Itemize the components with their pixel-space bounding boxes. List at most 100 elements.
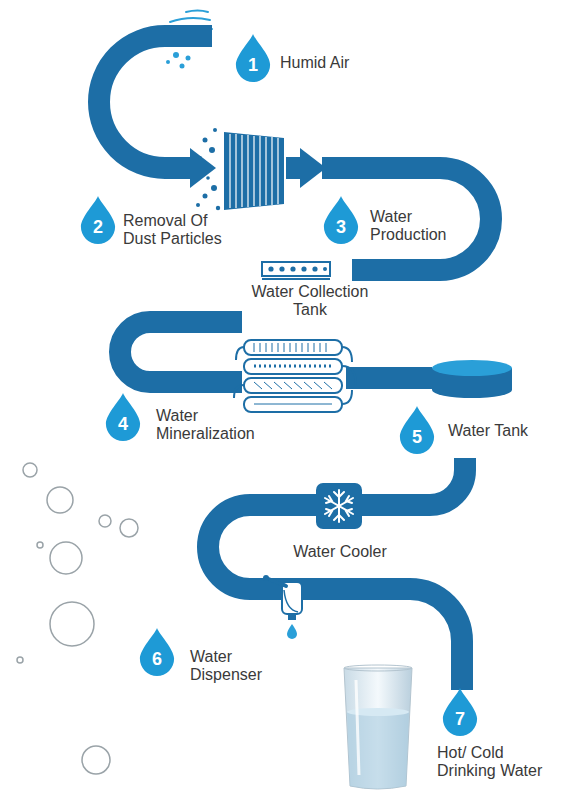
step-drop: 3Water Production <box>322 196 360 244</box>
callout-number: 6 <box>138 647 176 671</box>
step-drop: 7Hot/ Cold Drinking Water <box>441 688 479 736</box>
water-cooler-icon <box>316 483 362 529</box>
callout-number: 3 <box>322 215 360 239</box>
step-label: Water Production <box>370 208 458 244</box>
water-cooler-icon <box>326 496 352 516</box>
dust-filter <box>241 135 242 207</box>
collection-tank-icon <box>262 278 330 280</box>
water-dispenser-icon <box>263 575 269 581</box>
callout-number: 5 <box>398 425 436 449</box>
mineralization-cartridges <box>254 404 332 405</box>
step-drop: 1Humid Air <box>234 34 272 82</box>
drinking-glass <box>344 665 412 789</box>
collection-tank-icon <box>268 266 273 271</box>
dust-particles <box>203 138 208 143</box>
dust-particles <box>216 206 220 210</box>
water-dispenser-icon <box>284 590 298 612</box>
dust-filter <box>259 136 260 206</box>
callout-number: 4 <box>104 412 142 436</box>
collection-tank-icon <box>262 262 330 276</box>
water-tank-icon <box>432 360 512 398</box>
pipe <box>99 36 491 690</box>
collection-tank-icon <box>290 266 295 271</box>
step-drop: 4Water Mineralization <box>104 393 142 441</box>
humid-air-icon <box>173 52 179 58</box>
bubbles <box>17 463 138 774</box>
pipe-arrowhead <box>190 148 216 188</box>
dust-filter <box>235 134 236 208</box>
dust-particles <box>213 128 217 132</box>
drinking-glass <box>356 680 359 775</box>
dust-filter <box>271 137 272 205</box>
mineralization-cartridges <box>244 397 342 412</box>
pipe <box>346 367 432 389</box>
step-label: Removal Of Dust Particles <box>123 212 238 248</box>
water-dispenser-icon <box>287 624 297 639</box>
callout-number: 1 <box>234 53 272 77</box>
pipe <box>322 168 491 270</box>
step-label: Hot/ Cold Drinking Water <box>437 744 559 780</box>
water-dispenser-icon <box>288 614 296 620</box>
water-tank-icon <box>432 360 512 376</box>
bubbles <box>37 542 43 548</box>
drinking-glass <box>344 665 412 671</box>
step-label: Water Dispenser <box>190 648 274 684</box>
water-cooler-icon <box>325 490 353 522</box>
dust-particles <box>209 147 215 153</box>
collection-tank-icon <box>323 267 327 271</box>
bubbles <box>17 657 23 663</box>
bubbles <box>120 519 138 537</box>
humid-air-icon <box>186 56 191 61</box>
step-label: Water Mineralization <box>156 407 268 443</box>
water-cooler-icon <box>325 498 353 514</box>
step-drop: 2Removal Of Dust Particles <box>79 196 117 244</box>
collection-tank-icon <box>301 266 306 271</box>
collection-tank-icon <box>312 266 317 271</box>
dust-filter <box>253 136 254 206</box>
collection-tank-icon <box>268 266 327 271</box>
humid-air-icon <box>166 52 191 69</box>
mineralization-cartridges <box>254 343 332 404</box>
part-label: Water Cooler <box>280 543 400 561</box>
dust-filter <box>277 138 278 204</box>
step-label: Water Tank <box>448 422 568 440</box>
bubbles <box>50 542 82 574</box>
collection-tank-icon <box>262 262 330 279</box>
collection-tank-icon <box>279 266 284 271</box>
mineralization-cartridges <box>234 347 244 398</box>
pipe <box>99 36 212 168</box>
dust-filter <box>229 134 230 208</box>
dust-filter <box>224 132 284 210</box>
dust-particles <box>203 194 208 199</box>
mineralization-cartridges <box>244 359 342 374</box>
humid-air-icon <box>166 60 170 64</box>
mineralization-cartridges <box>244 340 342 355</box>
bubbles <box>47 487 73 513</box>
bubbles <box>23 463 37 477</box>
dust-filter <box>224 132 284 210</box>
mineralization-cartridges <box>342 347 356 404</box>
bubbles <box>99 515 111 527</box>
callout-number: 2 <box>79 215 117 239</box>
step-drop: 6Water Dispenser <box>138 628 176 676</box>
water-cooler-icon <box>326 496 352 516</box>
water-dispenser-icon <box>266 578 286 586</box>
mineralization-cartridges <box>254 365 332 368</box>
pipe <box>208 458 465 690</box>
humid-air-icon <box>186 11 208 13</box>
dust-filter <box>230 134 278 208</box>
mineralization-cartridges <box>254 382 332 389</box>
dust-particles <box>211 185 217 191</box>
step-label: Humid Air <box>280 54 400 72</box>
water-cooler-icon <box>334 492 344 520</box>
humid-air-icon <box>180 64 185 69</box>
dust-filter <box>247 135 248 207</box>
bubbles <box>82 746 110 774</box>
water-dispenser-icon <box>263 575 302 639</box>
part-label: Water Collection Tank <box>250 283 370 319</box>
water-cooler-icon <box>316 483 362 529</box>
dust-particles <box>196 128 220 210</box>
callout-number: 7 <box>441 707 479 731</box>
